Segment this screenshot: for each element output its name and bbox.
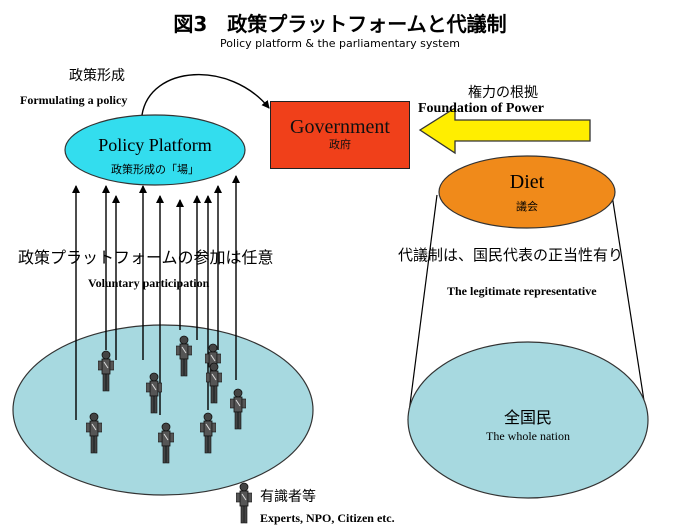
legitimate-label-en: The legitimate representative	[447, 284, 597, 298]
policy-formation-label-jp: 政策形成	[69, 68, 125, 84]
experts-label-en: Experts, NPO, Citizen etc.	[260, 511, 395, 525]
nation-label-jp: 全国民	[503, 408, 552, 427]
nation-label-en: The whole nation	[486, 429, 570, 443]
foundation-of-power-arrow	[418, 106, 591, 155]
government-box: Government 政府	[270, 101, 410, 169]
experts-label-jp: 有識者等	[260, 489, 316, 505]
policy-platform-ellipse	[64, 114, 246, 186]
policy-platform-label-en: Policy Platform	[98, 135, 212, 155]
government-label-en: Government	[290, 116, 390, 138]
government-label-jp: 政府	[329, 138, 351, 151]
foundation-label-en: Foundation of Power	[418, 101, 544, 116]
diet-ellipse	[438, 155, 616, 229]
policy-formation-label-en: Formulating a policy	[20, 93, 128, 107]
crowd-ellipse	[12, 324, 314, 496]
figure-title: 図3 政策プラットフォームと代議制	[173, 12, 507, 36]
figure-subtitle: Policy platform & the parliamentary syst…	[220, 37, 460, 50]
policy-platform-label-jp: 政策形成の「場」	[111, 163, 199, 176]
legitimate-label-jp: 代議制は、国民代表の正当性有り	[398, 246, 624, 264]
voluntary-label-jp: 政策プラットフォームの参加は任意	[18, 248, 274, 267]
diet-label-jp: 議会	[516, 200, 538, 213]
foundation-label-jp: 権力の根拠	[468, 85, 538, 101]
voluntary-label-en: Voluntary participation	[88, 276, 210, 290]
diet-cone-lines	[407, 194, 648, 421]
nation-ellipse	[407, 341, 649, 499]
policy-formation-arrow	[141, 74, 270, 116]
diet-label-en: Diet	[509, 171, 545, 193]
experts-person-icon	[236, 482, 252, 524]
